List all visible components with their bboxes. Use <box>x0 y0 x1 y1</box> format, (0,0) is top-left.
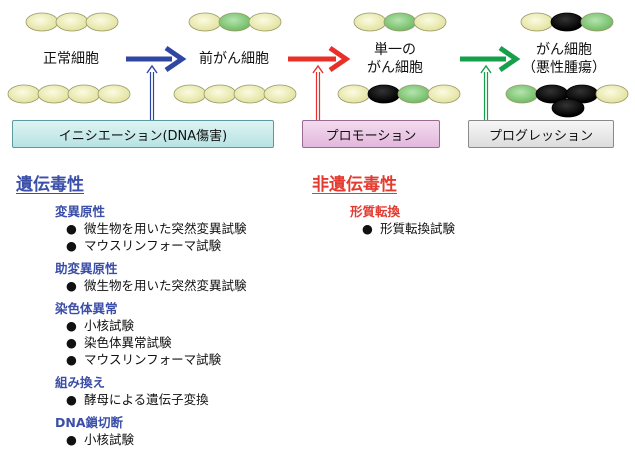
list-item-text: 小核試験 <box>84 318 135 333</box>
stage-label-line: 前がん細胞 <box>199 51 269 67</box>
normal-cell <box>520 12 554 32</box>
cancer-cell <box>367 84 401 104</box>
list-item-text: マウスリンフォーマ試験 <box>84 238 222 253</box>
stage-label-precancer: 前がん細胞 <box>186 50 282 68</box>
list-item: ● 染色体異常試験 <box>66 335 172 351</box>
normal-cell <box>25 12 59 32</box>
stage-label-line: 単一の <box>374 42 416 58</box>
list-item: ● 小核試験 <box>66 318 134 334</box>
list-item: ● 微生物を用いた突然変異試験 <box>66 221 247 237</box>
category-transformation: 形質転換 <box>350 204 401 219</box>
normal-cell <box>67 84 101 104</box>
bullet-icon: ● <box>66 238 77 253</box>
bullet-icon: ● <box>66 221 77 236</box>
bullet-icon: ● <box>66 335 77 350</box>
bullet-icon: ● <box>66 392 77 407</box>
initiated-cell <box>397 84 431 104</box>
normal-cell <box>248 12 282 32</box>
stage-label-line: がん細胞 <box>367 60 423 76</box>
process-progression-label: プログレッション <box>488 128 593 144</box>
normal-cell <box>413 12 447 32</box>
nongenotoxic-heading: 非遺伝毒性 <box>312 175 397 195</box>
list-item-text: 酵母による遺伝子変換 <box>84 392 209 407</box>
category-recombination: 組み換え <box>55 375 106 390</box>
normal-cell <box>85 12 119 32</box>
genotoxic-heading: 遺伝毒性 <box>16 175 84 195</box>
list-item: ● 形質転換試験 <box>362 221 455 237</box>
cancer-cell <box>551 98 585 118</box>
list-item: ● 酵母による遺伝子変換 <box>66 392 209 408</box>
list-item: ● マウスリンフォーマ試験 <box>66 352 221 368</box>
list-item: ● 小核試験 <box>66 432 134 448</box>
category-mutagenicity: 変異原性 <box>55 204 106 219</box>
category-chromosomal-aberration: 染色体異常 <box>55 301 118 316</box>
normal-cell <box>337 84 371 104</box>
normal-cell <box>37 84 71 104</box>
stage-label-line: （悪性腫瘍） <box>522 60 606 76</box>
normal-cell <box>427 84 461 104</box>
list-item-text: 小核試験 <box>84 432 135 447</box>
normal-cell <box>97 84 131 104</box>
stage-label-line: 正常細胞 <box>43 51 99 67</box>
bullet-icon: ● <box>66 278 77 293</box>
normal-cell <box>173 84 207 104</box>
normal-cell <box>233 84 267 104</box>
normal-cell <box>263 84 297 104</box>
bullet-icon: ● <box>362 221 373 236</box>
promotion-arrow <box>288 45 351 73</box>
process-promotion-box: プロモーション <box>302 120 440 148</box>
initiated-cell <box>505 84 539 104</box>
progression-arrow <box>460 45 521 73</box>
process-initiation-box: イニシエーション(DNA傷害) <box>12 120 274 148</box>
initiation-pointer <box>146 64 158 120</box>
normal-cell <box>7 84 41 104</box>
process-progression-box: プログレッション <box>468 120 614 148</box>
carcinogenesis-diagram: 正常細胞 前がん細胞 単一の がん細胞 がん細胞 （悪性腫瘍） イニシエーション… <box>0 0 635 175</box>
initiation-arrow <box>126 45 187 73</box>
stage-label-normal: 正常細胞 <box>28 50 114 68</box>
bullet-icon: ● <box>66 432 77 447</box>
cancer-cell <box>550 12 584 32</box>
normal-cell <box>595 84 629 104</box>
normal-cell <box>353 12 387 32</box>
bullet-icon: ● <box>66 352 77 367</box>
list-item-text: 微生物を用いた突然変異試験 <box>84 278 247 293</box>
normal-cell <box>188 12 222 32</box>
progression-pointer <box>480 64 492 120</box>
stage-label-line: がん細胞 <box>536 42 592 58</box>
list-item-text: 微生物を用いた突然変異試験 <box>84 221 247 236</box>
initiated-cell <box>580 12 614 32</box>
stage-label-single-cancer: 単一の がん細胞 <box>350 41 440 77</box>
stage-label-malignant: がん細胞 （悪性腫瘍） <box>514 41 614 77</box>
initiated-cell <box>383 12 417 32</box>
list-item-text: マウスリンフォーマ試験 <box>84 352 222 367</box>
normal-cell <box>55 12 89 32</box>
list-item-text: 形質転換試験 <box>380 221 456 236</box>
category-comutagenicity: 助変異原性 <box>55 261 118 276</box>
promotion-pointer <box>312 64 324 120</box>
normal-cell <box>203 84 237 104</box>
list-item: ● マウスリンフォーマ試験 <box>66 238 221 254</box>
bullet-icon: ● <box>66 318 77 333</box>
initiated-cell <box>218 12 252 32</box>
list-item-text: 染色体異常試験 <box>84 335 172 350</box>
list-item: ● 微生物を用いた突然変異試験 <box>66 278 247 294</box>
category-dna-strand-break: DNA鎖切断 <box>55 415 124 430</box>
process-promotion-label: プロモーション <box>325 128 417 144</box>
process-initiation-label: イニシエーション(DNA傷害) <box>58 128 228 144</box>
carcinogenesis-flow <box>7 12 629 120</box>
